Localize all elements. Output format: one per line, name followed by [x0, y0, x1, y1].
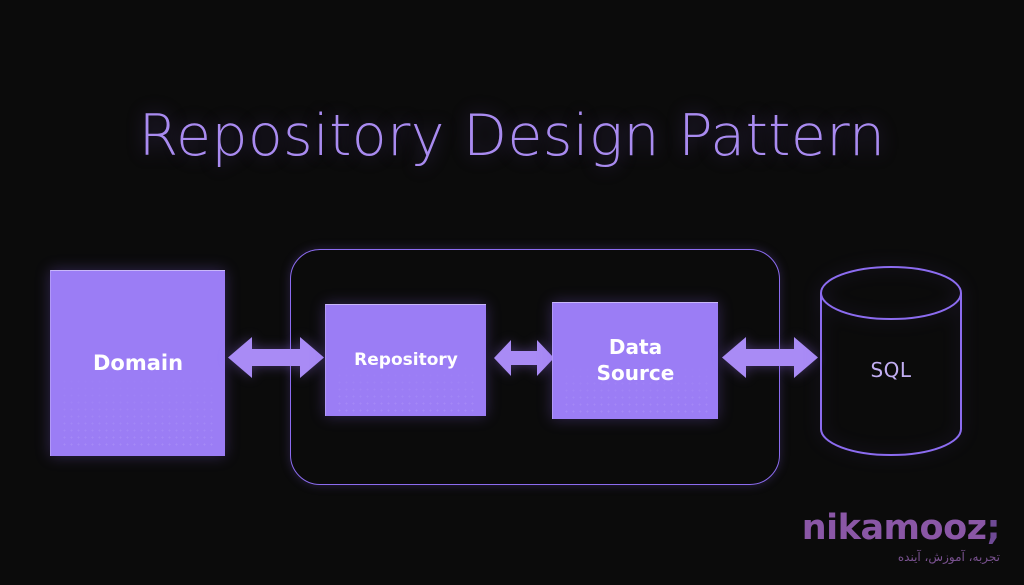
database-cylinder-icon[interactable] [818, 264, 964, 458]
page-title: Repository Design Pattern [138, 103, 886, 169]
logo-wordmark: nikamooz; [801, 508, 1001, 548]
connector-data-source-sql-icon [722, 330, 818, 385]
logo-tagline: تجربه، آموزش، آینده [897, 550, 1000, 564]
node-repository[interactable]: Repository [325, 304, 486, 416]
node-data-source-label-line1: Data [608, 335, 663, 360]
connector-domain-repository-icon [228, 330, 324, 385]
node-data-source[interactable]: Data Source [552, 302, 718, 419]
node-data-source-label: Data Source [597, 335, 675, 386]
logo-semicolon: ; [986, 508, 1001, 548]
repository-layer-group [290, 249, 780, 485]
node-sql-label: SQL [870, 358, 912, 382]
watermark-logo: nikamooz; تجربه، آموزش، آینده [801, 508, 1001, 564]
node-data-source-label-line2: Source [596, 361, 675, 385]
node-domain-label: Domain [92, 351, 184, 376]
connector-repository-datasource-icon [494, 334, 554, 382]
logo-word-text: nikamooz [801, 508, 987, 548]
node-domain[interactable]: Domain [50, 270, 225, 456]
node-repository-label: Repository [354, 349, 458, 370]
